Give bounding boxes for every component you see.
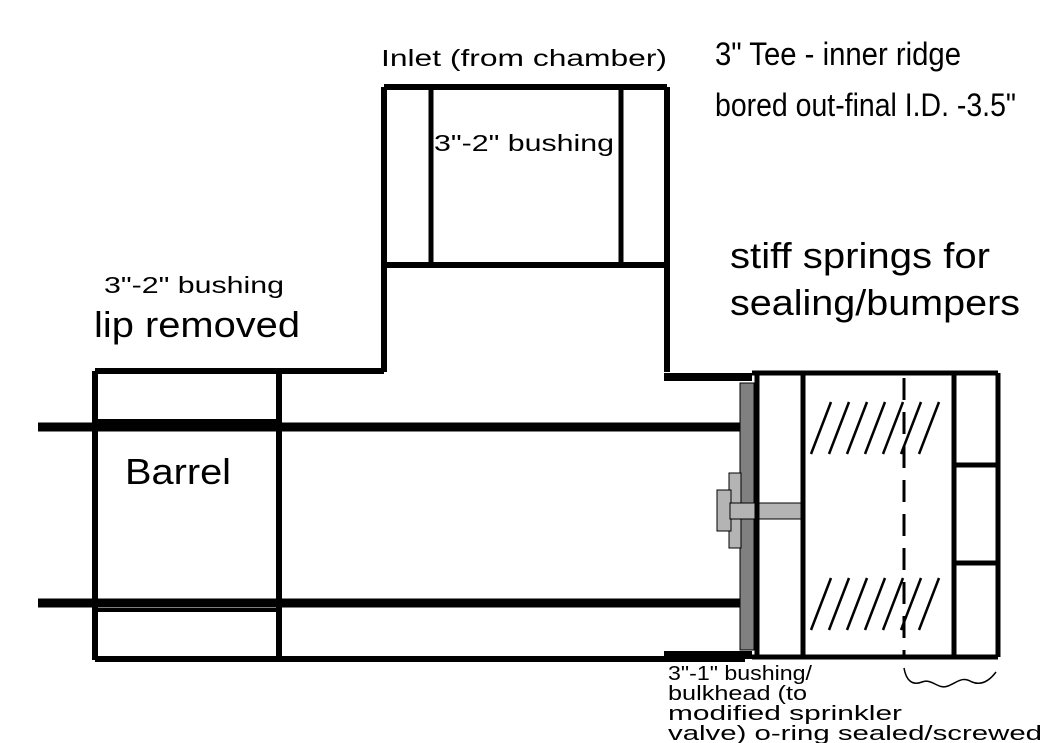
springs-label-line-2: sealing/bumpers	[730, 282, 1020, 323]
springs-lower	[809, 577, 941, 631]
right-cap	[752, 370, 1001, 660]
bulkhead-note-line-1: 3"-1" bushing/	[668, 663, 813, 685]
left-bushing-label: 3"-2" bushing	[104, 272, 284, 298]
top-bushing-walls	[428, 87, 624, 265]
valve-stem-head	[716, 489, 732, 532]
bulkhead-note-line-4: valve) o-ring sealed/screwed	[668, 723, 1042, 743]
inlet-label: Inlet (from chamber)	[381, 45, 667, 71]
squiggle-mark	[903, 667, 997, 688]
barrel	[38, 422, 745, 608]
bulkhead-note-line-2: bulkhead (to	[668, 683, 807, 705]
valve-stem	[729, 502, 805, 520]
top-bushing-label: 3"-2" bushing	[434, 130, 614, 156]
barrel-inner-bushing-segment	[95, 419, 279, 612]
bulkhead-note-line-3: modified sprinkler	[668, 703, 902, 725]
barrel-label: Barrel	[125, 451, 231, 492]
tee-note-line-1: 3" Tee - inner ridge	[715, 36, 961, 72]
tee-note-line-2: bored out-final I.D. -3.5"	[715, 87, 1016, 123]
springs-upper	[809, 401, 941, 455]
springs-label-line-1: stiff springs for	[730, 235, 990, 276]
tee-body	[92, 368, 745, 662]
lip-removed-label: lip removed	[94, 304, 300, 345]
